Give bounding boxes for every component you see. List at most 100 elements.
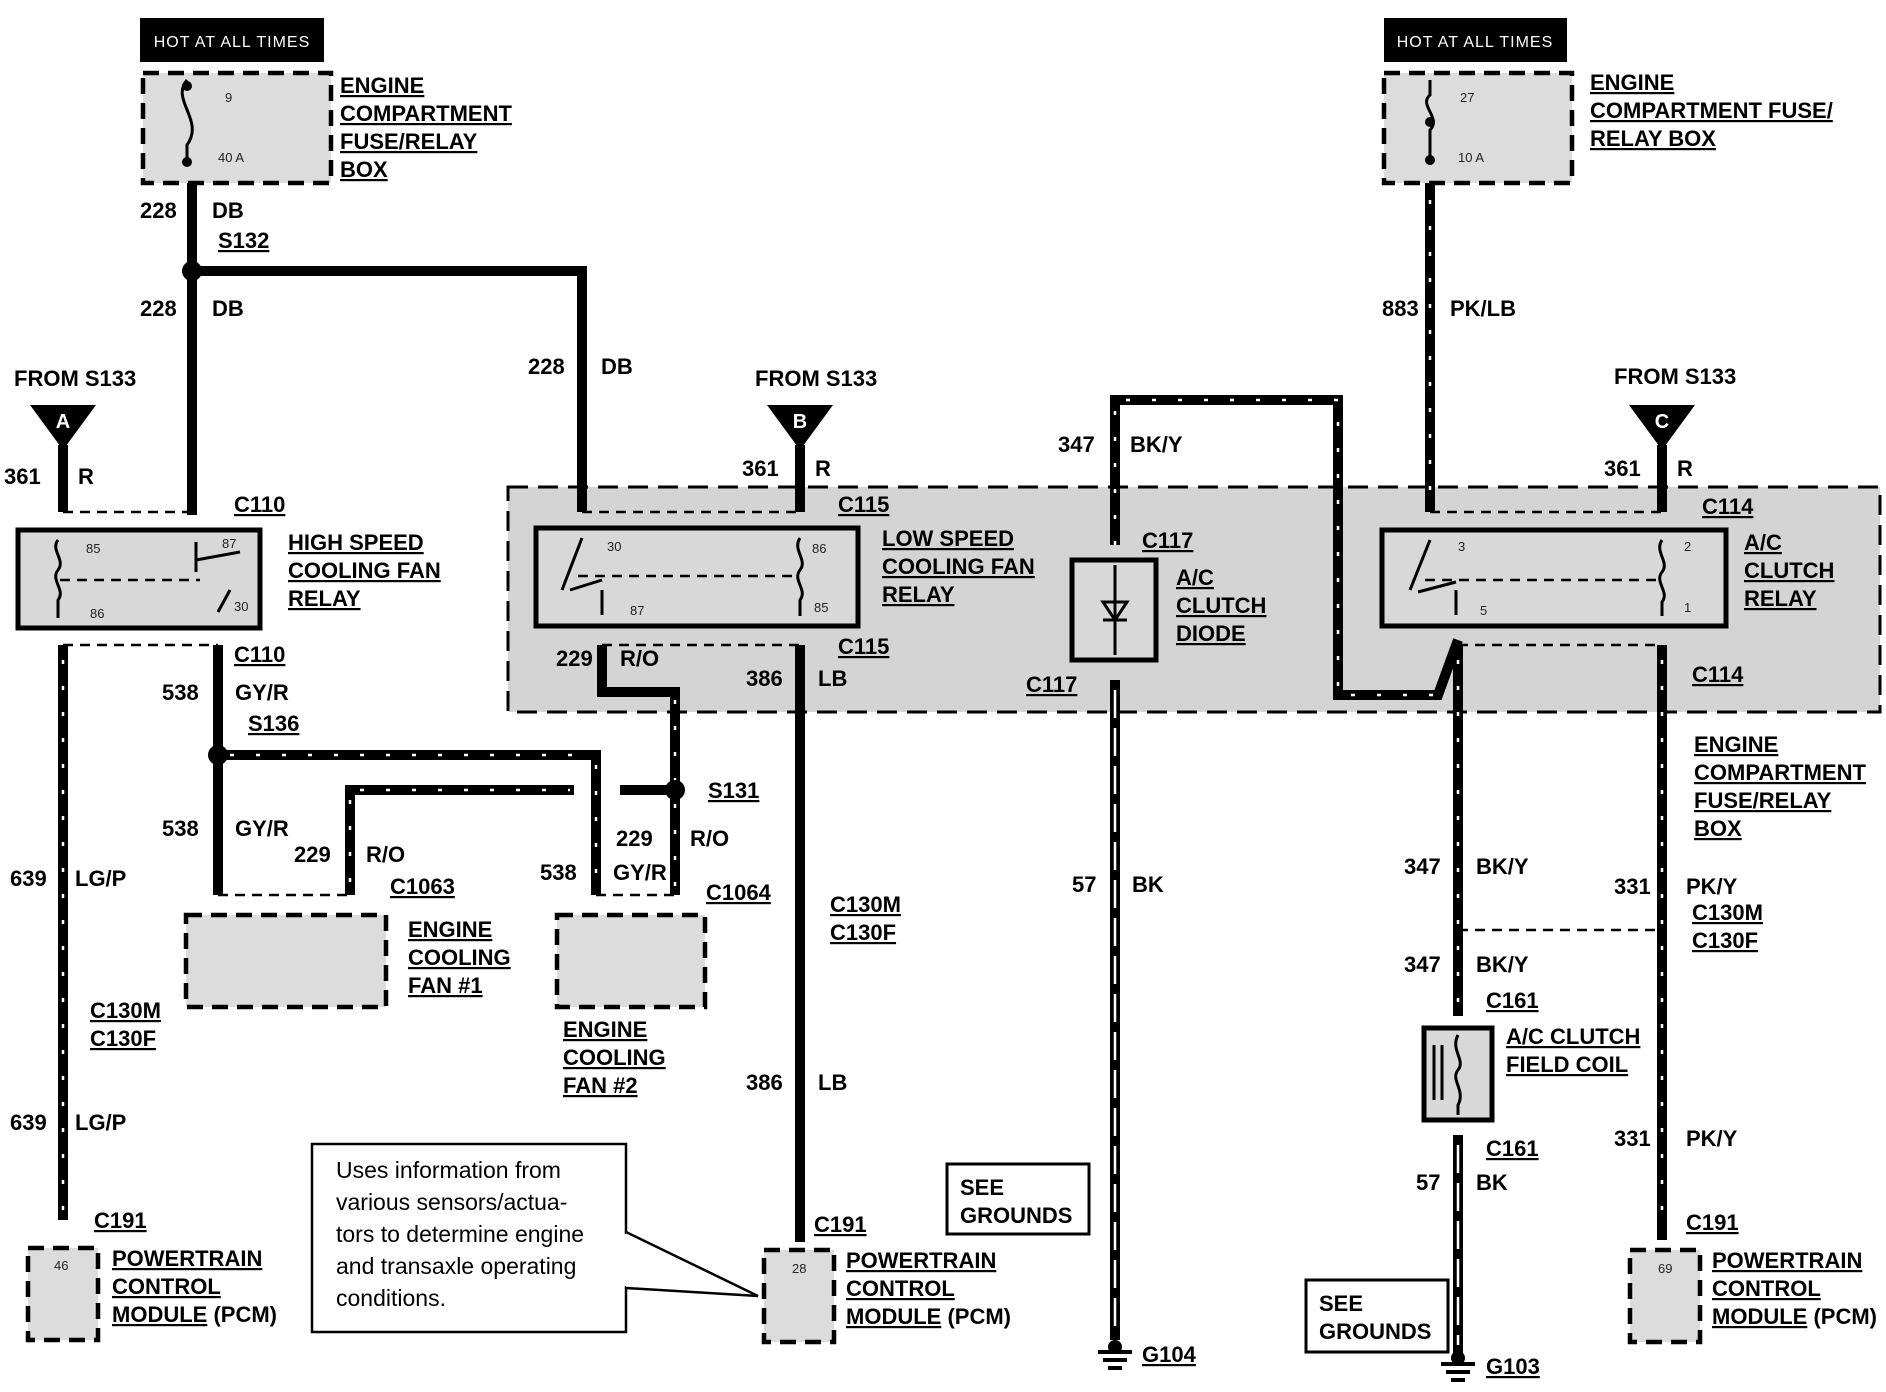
wire-label: 386 bbox=[746, 1070, 783, 1095]
connector-c117-bottom: C117 bbox=[1026, 672, 1077, 697]
connector-c115-bottom: C115 bbox=[838, 634, 889, 659]
svg-text:2: 2 bbox=[1684, 539, 1691, 554]
relay-switch-icon bbox=[1408, 539, 1458, 615]
ac-relay-label-2: CLUTCH bbox=[1744, 558, 1834, 583]
svg-text:3: 3 bbox=[1458, 539, 1465, 554]
wire-color: R/O bbox=[366, 842, 405, 867]
wire-label: 331 bbox=[1614, 874, 1651, 899]
wire-label: 639 bbox=[10, 866, 47, 891]
wire-label: 347 bbox=[1404, 952, 1441, 977]
from-s133-a: FROM S133 bbox=[14, 366, 136, 391]
see-grounds-box-2: SEE GROUNDS bbox=[1304, 1278, 1450, 1354]
svg-text:9: 9 bbox=[225, 90, 232, 105]
wire-color: LG/P bbox=[75, 1110, 126, 1135]
wire-label: 228 bbox=[528, 354, 565, 379]
fan1-label-3: FAN #1 bbox=[408, 973, 483, 998]
wire-color: PK/Y bbox=[1686, 1126, 1738, 1151]
wire-color: LB bbox=[818, 1070, 847, 1095]
fusebox-mid-label-2: COMPARTMENT bbox=[1694, 760, 1866, 785]
splice-s132-label: S132 bbox=[218, 228, 269, 253]
wire-color: PK/Y bbox=[1686, 874, 1738, 899]
wire-color: GY/R bbox=[235, 680, 289, 705]
splice-s131 bbox=[665, 780, 685, 800]
from-s133-c: FROM S133 bbox=[1614, 364, 1736, 389]
svg-text:85: 85 bbox=[86, 541, 100, 556]
ground-g103-icon bbox=[1441, 1351, 1475, 1382]
wire-label: 228 bbox=[140, 296, 177, 321]
fusebox-mid-label-4: BOX bbox=[1694, 816, 1742, 841]
ac-relay-label-3: RELAY bbox=[1744, 586, 1817, 611]
engine-cooling-fan-1 bbox=[183, 912, 389, 1010]
svg-text:10 A: 10 A bbox=[1458, 150, 1484, 165]
connector-c130f-mid: C130F bbox=[830, 920, 896, 945]
fan2-label-3: FAN #2 bbox=[563, 1073, 638, 1098]
pcm-left-label-1: POWERTRAIN bbox=[112, 1246, 262, 1271]
pcm-mid-label-3: MODULE (PCM) bbox=[846, 1304, 1011, 1329]
connector-c191-right: C191 bbox=[1686, 1210, 1739, 1235]
ls-relay-label-3: RELAY bbox=[882, 582, 955, 607]
wire-label: 347 bbox=[1404, 854, 1441, 879]
svg-text:GROUNDS: GROUNDS bbox=[1319, 1319, 1431, 1344]
wire-label: 347 bbox=[1058, 432, 1095, 457]
engine-cooling-fan-2 bbox=[554, 912, 708, 1010]
wire-label: 361 bbox=[742, 456, 779, 481]
connector-c130m-right: C130M bbox=[1692, 900, 1763, 925]
connector-c130m-mid: C130M bbox=[830, 892, 901, 917]
ls-relay-label-1: LOW SPEED bbox=[882, 526, 1014, 551]
fusebox-left-label-3: FUSE/RELAY bbox=[340, 129, 478, 154]
wire-color: DB bbox=[212, 296, 244, 321]
wire-label: 538 bbox=[162, 680, 199, 705]
fusebox-mid-label-3: FUSE/RELAY bbox=[1694, 788, 1832, 813]
wire-347-bky bbox=[1110, 395, 1463, 700]
ac-clutch-field-coil bbox=[1421, 1025, 1495, 1123]
fusebox-right-label-2: COMPARTMENT FUSE/ bbox=[1590, 98, 1833, 123]
wire-label: 57 bbox=[1416, 1170, 1440, 1195]
fan1-label-1: ENGINE bbox=[408, 917, 492, 942]
svg-text:tors to determine engine: tors to determine engine bbox=[336, 1221, 584, 1247]
svg-text:GROUNDS: GROUNDS bbox=[960, 1203, 1072, 1228]
pcm-note-callout: Uses information from various sensors/ac… bbox=[310, 1142, 759, 1334]
ac-diode-label-3: DIODE bbox=[1176, 621, 1246, 646]
splice-s136-label: S136 bbox=[248, 711, 299, 736]
svg-text:28: 28 bbox=[792, 1261, 806, 1276]
splice-s131-label: S131 bbox=[708, 778, 759, 803]
wire-label: 361 bbox=[1604, 456, 1641, 481]
svg-text:various sensors/actua-: various sensors/actua- bbox=[336, 1189, 567, 1215]
fusebox-right: 27 10 A bbox=[1381, 70, 1575, 186]
wire-color: R bbox=[815, 456, 831, 481]
svg-text:30: 30 bbox=[607, 539, 621, 554]
svg-text:5: 5 bbox=[1480, 603, 1487, 618]
svg-text:85: 85 bbox=[814, 600, 828, 615]
wire-label: 361 bbox=[4, 464, 41, 489]
svg-text:1: 1 bbox=[1684, 600, 1691, 615]
wire-color: R/O bbox=[620, 646, 659, 671]
wire-color: LB bbox=[818, 666, 847, 691]
ac-relay: 3 5 2 1 bbox=[1379, 527, 1729, 629]
diode-icon bbox=[1100, 565, 1130, 655]
fan2-label-1: ENGINE bbox=[563, 1017, 647, 1042]
wire-label: 386 bbox=[746, 666, 783, 691]
svg-text:86: 86 bbox=[812, 541, 826, 556]
relay-coil-icon bbox=[54, 539, 62, 618]
svg-text:B: B bbox=[793, 411, 807, 433]
from-s133-b: FROM S133 bbox=[755, 366, 877, 391]
wire-color: R bbox=[78, 464, 94, 489]
fusebox-right-label-3: RELAY BOX bbox=[1590, 126, 1716, 151]
fan2-label-2: COOLING bbox=[563, 1045, 666, 1070]
wire-color: BK bbox=[1132, 872, 1164, 897]
connector-c130f-left: C130F bbox=[90, 1026, 156, 1051]
connector-c114-top: C114 bbox=[1702, 494, 1754, 519]
connector-c114-bottom: C114 bbox=[1692, 662, 1744, 687]
wire-color: PK/LB bbox=[1450, 296, 1516, 321]
wire-color: BK/Y bbox=[1476, 952, 1529, 977]
connector-c130m-left: C130M bbox=[90, 998, 161, 1023]
connector-c110-bottom: C110 bbox=[234, 642, 285, 667]
pcm-mid-label-2: CONTROL bbox=[846, 1276, 955, 1301]
field-coil-label-1: A/C CLUTCH bbox=[1506, 1024, 1640, 1049]
connector-b-icon: B bbox=[767, 405, 833, 450]
hs-relay-label-2: COOLING FAN bbox=[288, 558, 441, 583]
ground-g104-icon bbox=[1098, 1340, 1132, 1370]
relay-coil-icon bbox=[1658, 539, 1666, 616]
wire-color: GY/R bbox=[613, 860, 667, 885]
